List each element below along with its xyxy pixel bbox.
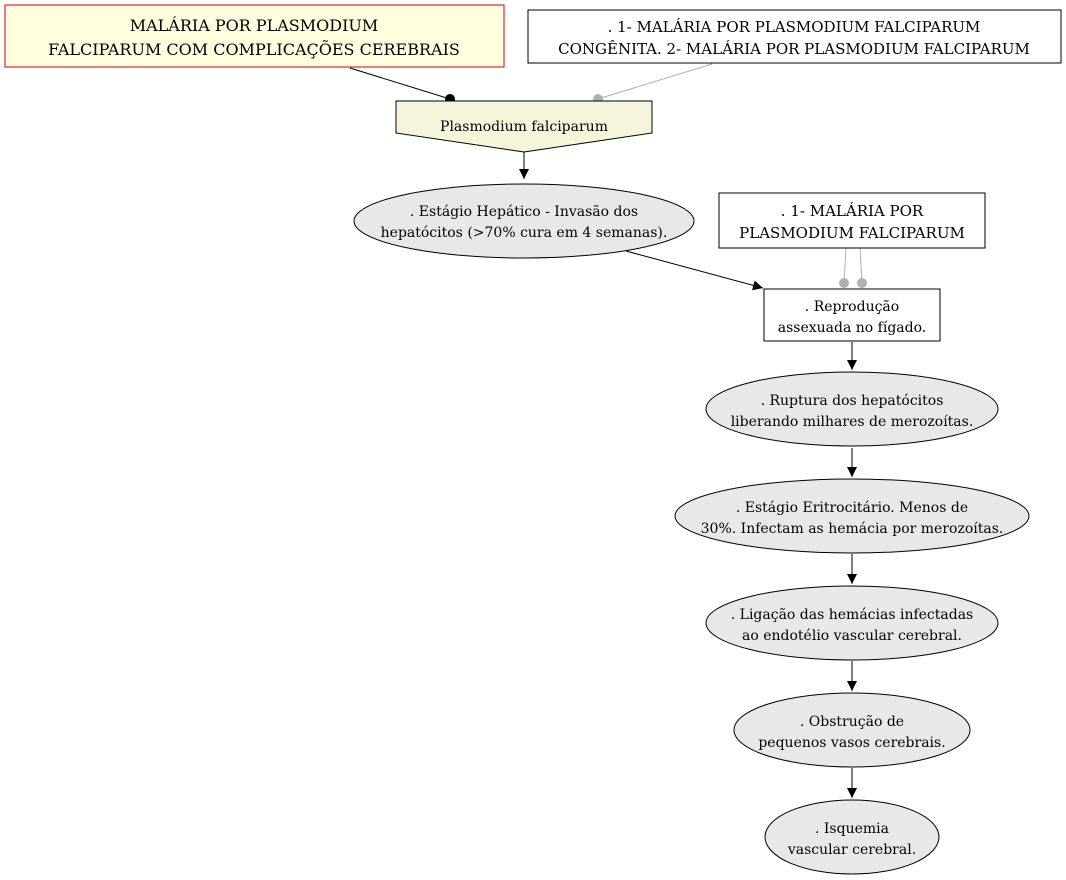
- organism-shape: [395, 100, 653, 153]
- ref-mid-box: [718, 192, 986, 249]
- rupture-line1: . Ruptura dos hepatócitos: [761, 393, 944, 409]
- ischemia-shape: [764, 799, 940, 875]
- title-box: [4, 4, 505, 68]
- edge-hepatic-to-reproduction: [625, 250, 764, 291]
- erythrocytic-line1: . Estágio Eritrocitário. Menos de: [736, 500, 968, 516]
- edge-refmid-to-reproduction-2: [859, 247, 863, 284]
- title-line2: FALCIPARUM COM COMPLICAÇÕES CEREBRAIS: [48, 39, 460, 59]
- binding-shape: [705, 585, 999, 661]
- erythrocytic-shape: [674, 478, 1030, 554]
- binding-line1: . Ligação das hemácias infectadas: [731, 607, 973, 623]
- obstruction-shape: [733, 692, 971, 768]
- node-organism: Plasmodium falciparum: [395, 100, 653, 153]
- reproduction-line2: assexuada no fígado.: [778, 320, 926, 336]
- node-obstruction: . Obstrução de pequenos vasos cerebrais.: [733, 692, 971, 768]
- edge-title-to-organism: [349, 67, 451, 100]
- organism-label: Plasmodium falciparum: [440, 119, 608, 135]
- edge-dot-refmid-1: [839, 278, 849, 288]
- hepatic-shape: [353, 183, 695, 259]
- node-erythrocytic: . Estágio Eritrocitário. Menos de 30%. I…: [674, 478, 1030, 554]
- node-ref-mid: . 1- MALÁRIA POR PLASMODIUM FALCIPARUM: [718, 192, 986, 249]
- node-ischemia: . Isquemia vascular cerebral.: [764, 799, 940, 875]
- obstruction-line2: pequenos vasos cerebrais.: [758, 735, 945, 751]
- reproduction-box: [763, 288, 941, 342]
- ischemia-line1: . Isquemia: [815, 821, 889, 837]
- ref-top-line1: . 1- MALÁRIA POR PLASMODIUM FALCIPARUM: [608, 18, 981, 36]
- ref-mid-line2: PLASMODIUM FALCIPARUM: [739, 224, 965, 242]
- binding-line2: ao endotélio vascular cerebral.: [742, 628, 962, 644]
- ref-top-line2: CONGÊNITA. 2- MALÁRIA POR PLASMODIUM FAL…: [558, 40, 1030, 58]
- edge-dot-refmid-2: [857, 278, 867, 288]
- rupture-line2: liberando milhares de merozoítas.: [731, 414, 974, 430]
- edge-reftop-to-organism: [597, 63, 713, 100]
- node-reproduction: . Reprodução assexuada no fígado.: [763, 288, 941, 342]
- hepatic-line2: hepatócitos (>70% cura em 4 semanas).: [381, 225, 668, 241]
- title-line1: MALÁRIA POR PLASMODIUM: [130, 15, 379, 35]
- edge-refmid-to-reproduction-1: [843, 247, 847, 284]
- node-rupture: . Ruptura dos hepatócitos liberando milh…: [705, 371, 999, 447]
- node-title: MALÁRIA POR PLASMODIUM FALCIPARUM COM CO…: [4, 4, 505, 68]
- obstruction-line1: . Obstrução de: [800, 714, 904, 730]
- hepatic-line1: . Estágio Hepático - Invasão dos: [410, 204, 638, 220]
- node-ref-top: . 1- MALÁRIA POR PLASMODIUM FALCIPARUM C…: [527, 9, 1062, 64]
- node-hepatic: . Estágio Hepático - Invasão dos hepatóc…: [353, 183, 695, 259]
- ischemia-line2: vascular cerebral.: [787, 842, 916, 858]
- node-binding: . Ligação das hemácias infectadas ao end…: [705, 585, 999, 661]
- ref-mid-line1: . 1- MALÁRIA POR: [781, 202, 924, 220]
- erythrocytic-line2: 30%. Infectam as hemácia por merozoítas.: [701, 521, 1004, 537]
- reproduction-line1: . Reprodução: [805, 299, 899, 315]
- ref-top-box: [527, 9, 1062, 64]
- rupture-shape: [705, 371, 999, 447]
